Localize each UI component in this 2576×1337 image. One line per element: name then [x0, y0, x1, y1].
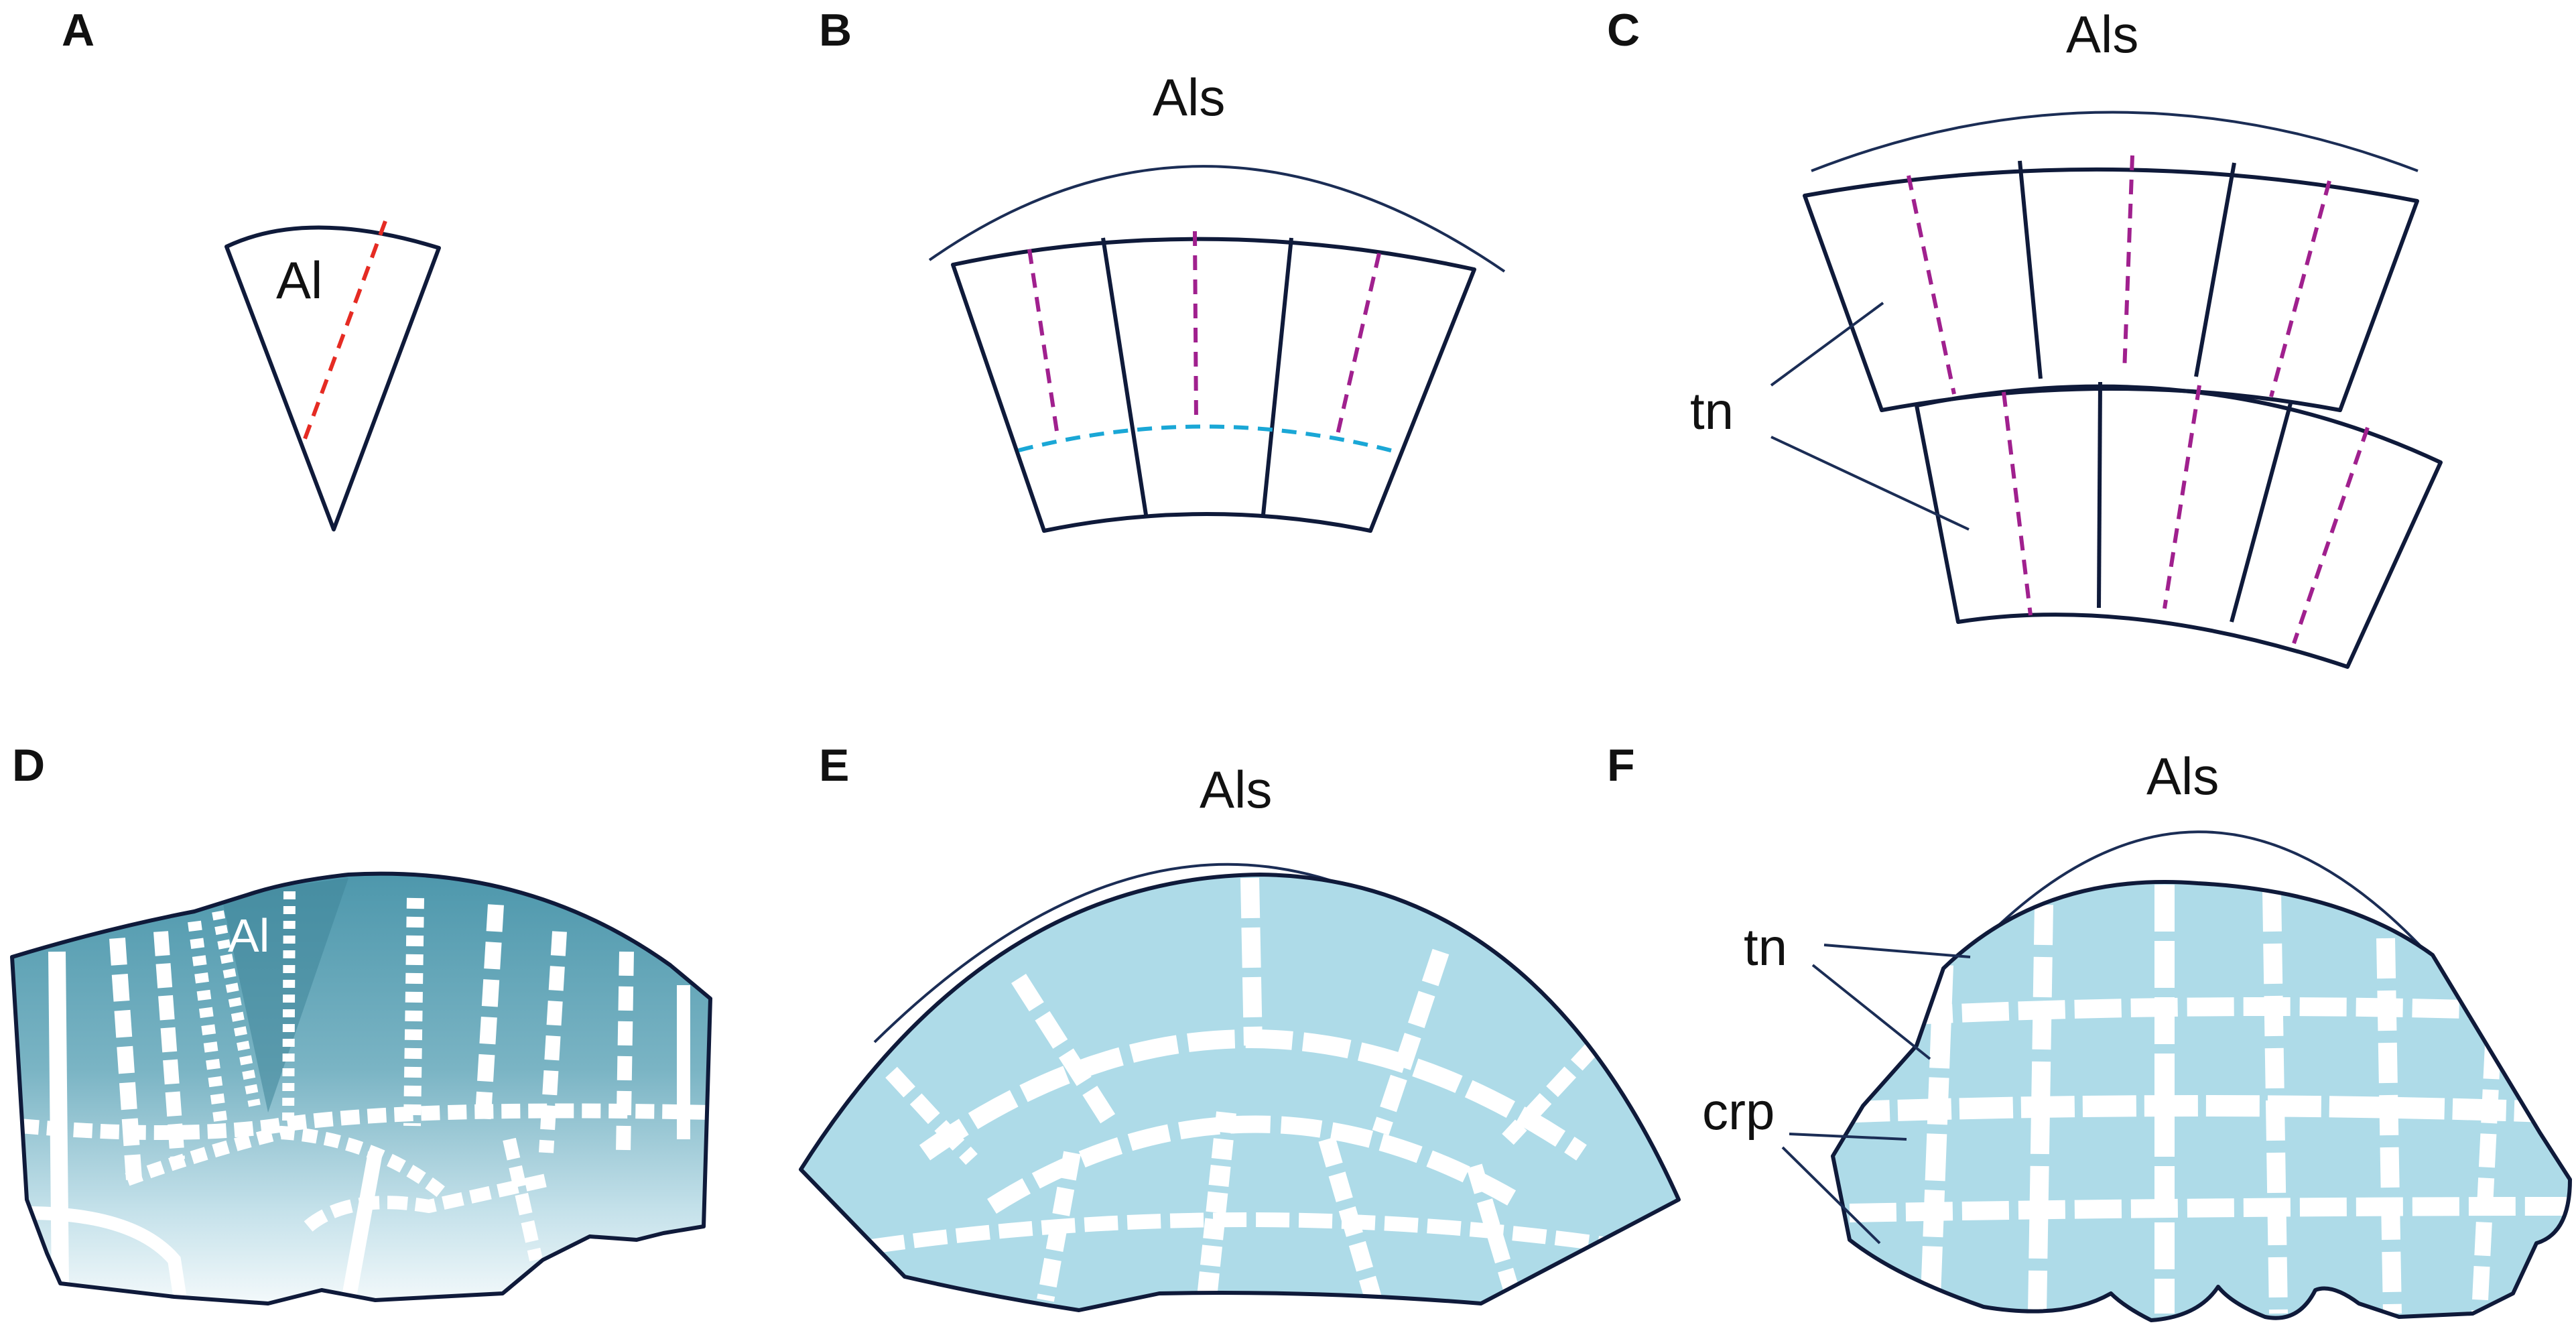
al-label: Al: [228, 909, 269, 962]
panel-label-f: F: [1607, 740, 1635, 791]
fossil-fill: [12, 873, 710, 1303]
panel-b: B Als: [819, 5, 1506, 533]
lower-suture-1: [2097, 381, 2102, 609]
al-label: Al: [276, 251, 322, 310]
transverse-sutures: [1836, 997, 2567, 1222]
als-block-outline: [951, 237, 1476, 533]
lower-sagittal-dashed-line-3: [2292, 427, 2370, 644]
sagittal-dashed-line: [302, 220, 387, 444]
wedge-outline: [224, 225, 441, 531]
als-bracket-arc: [1811, 111, 2419, 172]
transverse-sutures: [19, 1103, 710, 1303]
sagittal-dashed-line-1: [1027, 249, 1059, 436]
panel-label-b: B: [819, 5, 852, 56]
fossil-fill: [801, 875, 1679, 1310]
fossil-outline: [10, 871, 712, 1306]
als-label: Als: [2146, 747, 2219, 806]
upper-suture-1: [2018, 160, 2043, 379]
fossil-fill: [1833, 882, 2570, 1320]
crp-label: crp: [1702, 1082, 1775, 1141]
als-label: Als: [1153, 68, 1225, 127]
tn-leader-line-1: [1823, 944, 1971, 958]
upper-sagittal-dashed-line-1: [1907, 175, 1956, 395]
tn-leader-line-1: [1770, 302, 1884, 387]
tn-leader-line-2: [1770, 436, 1970, 531]
plate-suture-1: [1101, 237, 1148, 515]
panel-label-a: A: [62, 5, 94, 56]
panel-e: E Als: [799, 740, 1681, 1312]
panel-d: D: [10, 740, 712, 1306]
als-label: Als: [1200, 760, 1272, 819]
transverse-dashed-line: [1018, 424, 1397, 454]
upper-sagittal-dashed-line-3: [2269, 180, 2331, 397]
panel-label-d: D: [12, 740, 45, 791]
lower-sagittal-dashed-line-1: [2002, 391, 2033, 616]
upper-suture-2: [2194, 162, 2236, 377]
upper-sagittal-dashed-line-2: [2122, 155, 2134, 373]
fossil-outline: [799, 873, 1681, 1312]
crp-leader-line-1: [1789, 1133, 1907, 1141]
panel-a: A Al: [62, 5, 441, 531]
concentric-sutures: [870, 1029, 1623, 1254]
tn-leader-line-2: [1811, 964, 1931, 1060]
panel-c: C Als tn: [1607, 5, 2443, 669]
sagittal-dashed-line-3: [1336, 253, 1381, 435]
fossil-outline: [1831, 880, 2572, 1322]
tn-label: tn: [1744, 917, 1787, 976]
tn-upper-block-outline: [1803, 167, 2419, 412]
tn-label: tn: [1690, 381, 1734, 440]
tn-lower-block-outline: [1915, 384, 2443, 669]
plate-suture-2: [1261, 237, 1293, 515]
crp-leader-line-2: [1781, 1146, 1881, 1245]
als-bracket-arc: [928, 165, 1506, 273]
lower-sagittal-dashed-line-2: [2163, 385, 2201, 609]
als-label: Als: [2066, 5, 2138, 64]
panel-f: F Als tn crp: [1607, 740, 2572, 1322]
lower-suture-2: [2230, 403, 2293, 623]
sagittal-dashed-line-2: [1193, 231, 1198, 423]
als-bracket-arc: [1968, 830, 2427, 956]
panel-label-e: E: [819, 740, 849, 791]
panel-label-c: C: [1607, 5, 1640, 56]
plate-sutures: [48, 891, 690, 1287]
